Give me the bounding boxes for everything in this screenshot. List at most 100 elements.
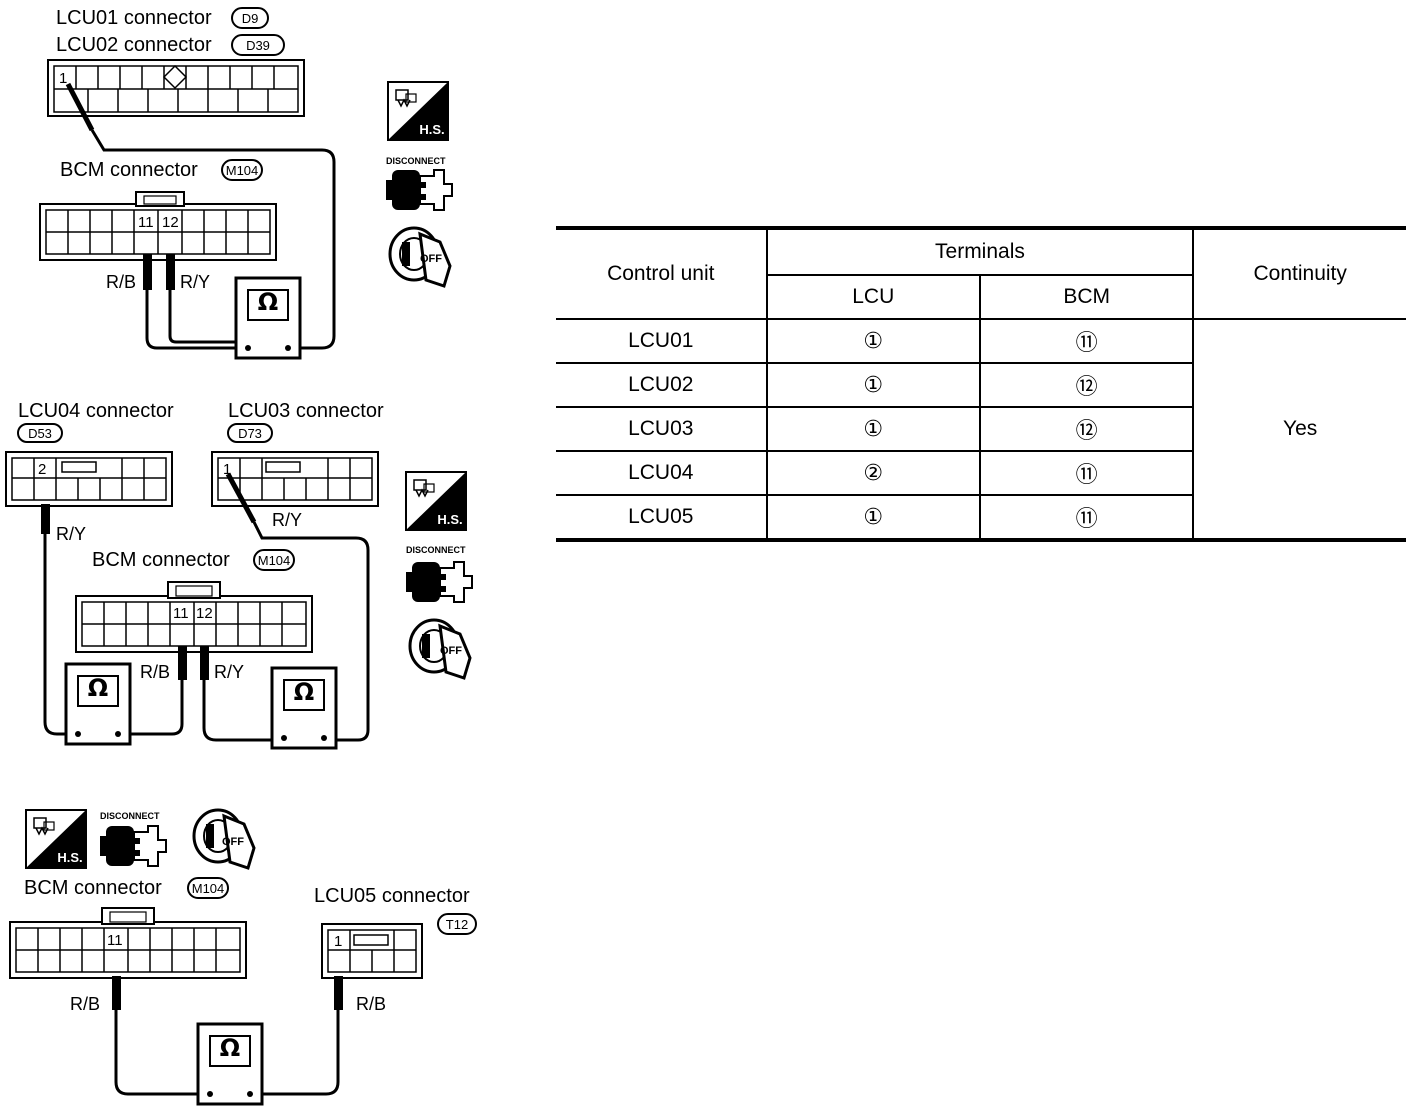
table-row: LCU03 ① ⑫ [556, 406, 1406, 452]
lcu02-tag-badge [231, 34, 285, 56]
cell-lcu-terminal: ① [765, 494, 981, 541]
disconnect-icon-3 [99, 825, 167, 867]
lcu01-pin-label: 1 [59, 70, 67, 87]
lcu02-tag: D39 [246, 38, 270, 53]
wire-color-lcu04: R/Y [56, 524, 86, 544]
disconnect-icon [385, 169, 453, 211]
off-label-2: OFF [440, 645, 462, 657]
cell-unit: LCU02 [556, 362, 768, 408]
bcm-connector-label-3: BCM connector [24, 877, 162, 899]
hs-label-2: H.S. [437, 512, 462, 527]
cell-lcu-terminal: ① [765, 362, 981, 408]
cell-unit: LCU04 [556, 450, 768, 496]
bcm-connector-2: 11 12 [75, 581, 313, 653]
lcu03-connector-label: LCU03 connector [228, 400, 384, 422]
lcu05-tag-badge [437, 913, 477, 935]
cell-unit: LCU05 [556, 494, 768, 541]
bcm-tag-badge [221, 159, 263, 181]
lcu05-connector-label: LCU05 connector [314, 885, 470, 907]
lcu05-connector: 1 [321, 923, 423, 979]
cell-continuity: Yes [1192, 318, 1406, 541]
lcu03-connector: 1 [211, 451, 379, 507]
bcm-connector: 11 12 [39, 191, 277, 261]
disconnect-label-2: DISCONNECT [406, 545, 466, 555]
lcu03-tag: D73 [238, 426, 262, 441]
ohm-symbol-2b: Ω [294, 678, 314, 706]
table-row: LCU05 ① ⑪ [556, 494, 1406, 541]
wire-color-bcm-3: R/B [70, 994, 100, 1014]
bcm-pin-11-label-2: 11 [173, 605, 189, 622]
lcu01-tag-badge [231, 7, 269, 29]
cell-bcm-terminal: ⑪ [978, 494, 1195, 541]
probe-bcm-11 [178, 646, 187, 680]
lcu04-connector-label: LCU04 connector [18, 400, 174, 422]
bcm-pin-12-label-2: 12 [196, 605, 213, 622]
lcu01-connector: 1 [47, 59, 305, 117]
probe-left [143, 254, 152, 290]
bcm-connector-3: 11 [9, 907, 247, 979]
header-control-unit: Control unit [556, 227, 768, 320]
ohm-symbol-3: Ω [220, 1034, 240, 1062]
bcm-connector-label-2: BCM connector [92, 549, 230, 571]
disconnect-label: DISCONNECT [386, 156, 446, 166]
disconnect-label-3: DISCONNECT [100, 811, 160, 821]
probe-right [166, 254, 175, 290]
probe-lcu04 [41, 504, 50, 534]
bcm-tag-badge-2 [253, 549, 295, 571]
cell-bcm-terminal: ⑫ [978, 362, 1195, 408]
off-label: OFF [420, 253, 442, 265]
wire-color-bcm-12: R/Y [214, 662, 244, 682]
off-label-3: OFF [222, 836, 244, 848]
cell-bcm-terminal: ⑪ [978, 318, 1195, 364]
cell-lcu-terminal: ① [765, 318, 981, 364]
probe-bcm-12 [200, 646, 209, 680]
cell-lcu-terminal: ② [765, 450, 981, 496]
bcm-connector-label: BCM connector [60, 159, 198, 181]
lcu01-connector-label: LCU01 connector [56, 7, 212, 29]
header-bcm: BCM [978, 274, 1195, 320]
header-lcu: LCU [765, 274, 981, 320]
lcu02-connector-label: LCU02 connector [56, 34, 212, 56]
wire-color-lcu05: R/B [356, 994, 386, 1014]
table-row: LCU04 ② ⑪ [556, 450, 1406, 496]
diagram-1: LCU01 connector D9 LCU02 connector D39 [39, 7, 453, 360]
cell-bcm-terminal: ⑫ [978, 406, 1195, 452]
lcu04-tag: D53 [28, 426, 52, 441]
lcu05-tag: T12 [446, 917, 468, 932]
wire-color-bcm-11: R/B [140, 662, 170, 682]
disconnect-icon-2 [405, 561, 473, 603]
table-row: LCU01 ① ⑪ Yes [556, 318, 1406, 541]
cell-unit: LCU01 [556, 318, 768, 364]
lcu03-pin-label: 1 [223, 461, 231, 478]
wire-color-lcu03: R/Y [272, 510, 302, 530]
cell-lcu-terminal: ① [765, 406, 981, 452]
bcm-tag-2: M104 [258, 553, 291, 568]
lcu01-tag: D9 [242, 11, 259, 26]
bcm-pin-11-label-3: 11 [107, 932, 123, 949]
wiring-diagram: LCU01 connector D9 LCU02 connector D39 [5, 7, 477, 1106]
lcu04-connector: 2 [5, 451, 173, 507]
lcu04-tag-badge [17, 423, 63, 443]
hs-label: H.S. [419, 122, 444, 137]
diagram-3: H.S. DISCONNECT OFF BCM connector M104 L… [9, 808, 477, 1106]
diagram-2: LCU04 connector D53 LCU03 connector D73 … [5, 400, 473, 750]
lcu04-pin-label: 2 [38, 461, 46, 478]
wire-color-right: R/Y [180, 272, 210, 292]
cell-unit: LCU03 [556, 406, 768, 452]
lcu05-pin-label: 1 [334, 933, 342, 950]
ohm-symbol: Ω [258, 288, 278, 316]
table-row: LCU02 ① ⑫ [556, 362, 1406, 408]
probe-bcm-3 [112, 976, 121, 1010]
wire-color-left: R/B [106, 272, 136, 292]
lcu03-tag-badge [227, 423, 273, 443]
header-continuity: Continuity [1192, 227, 1406, 320]
probe-lcu05 [334, 976, 343, 1010]
probe-wire-lcu03 [252, 521, 370, 742]
bcm-pin-11-label: 11 [138, 214, 154, 231]
probe-wire-lcu [90, 129, 336, 350]
ohm-symbol-2a: Ω [88, 674, 108, 702]
bcm-tag-badge-3 [187, 877, 229, 899]
bcm-tag-3: M104 [192, 881, 225, 896]
bcm-pin-12-label: 12 [162, 214, 179, 231]
header-terminals: Terminals [765, 227, 1195, 276]
